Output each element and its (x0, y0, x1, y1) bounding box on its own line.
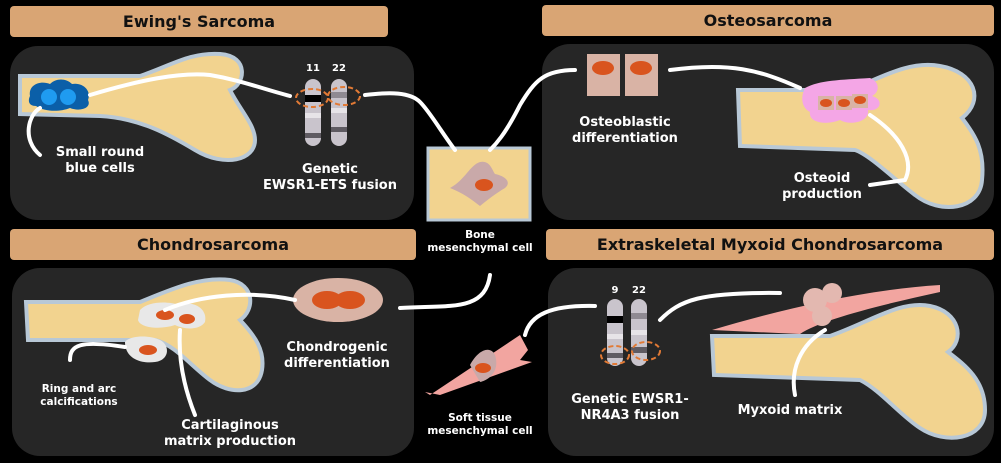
myxoid-matrix-label: Myxoid matrix (737, 403, 843, 418)
chromosome-9-label: 9 (611, 285, 619, 296)
chromosome-11-label: 11 (306, 63, 320, 74)
cartilaginous-matrix-label: Cartilaginous matrix production (163, 418, 297, 449)
ewing-header: Ewing's Sarcoma (10, 6, 388, 37)
chromosome-22b-label: 22 (632, 285, 646, 296)
soft-tissue-mesenchymal-cell-icon (425, 335, 532, 395)
soft-tissue-mesenchymal-cell-label: Soft tissue mesenchymal cell (427, 412, 533, 437)
osteoblastic-differentiation-label: Osteoblastic differentiation (572, 115, 678, 146)
ewsr1-ets-fusion-label: Genetic EWSR1-ETS fusion (263, 162, 397, 193)
osteoid-production-label: Osteoid production (782, 171, 862, 202)
chondrogenic-differentiation-label: Chondrogenic differentiation (284, 340, 390, 371)
ring-arc-calcifications-label: Ring and arc calcifications (40, 383, 118, 408)
emc-header: Extraskeletal Myxoid Chondrosarcoma (546, 229, 994, 260)
bone-mesenchymal-cell-icon (426, 146, 532, 222)
bone-mesenchymal-cell-label: Bone mesenchymal cell (427, 229, 533, 254)
chromosome-22-label: 22 (332, 63, 346, 74)
small-round-blue-cells-label: Small round blue cells (55, 145, 145, 176)
chondro-header: Chondrosarcoma (10, 229, 416, 260)
osteo-header: Osteosarcoma (542, 5, 994, 36)
ewsr1-nr4a3-fusion-label: Genetic EWSR1- NR4A3 fusion (571, 392, 689, 423)
